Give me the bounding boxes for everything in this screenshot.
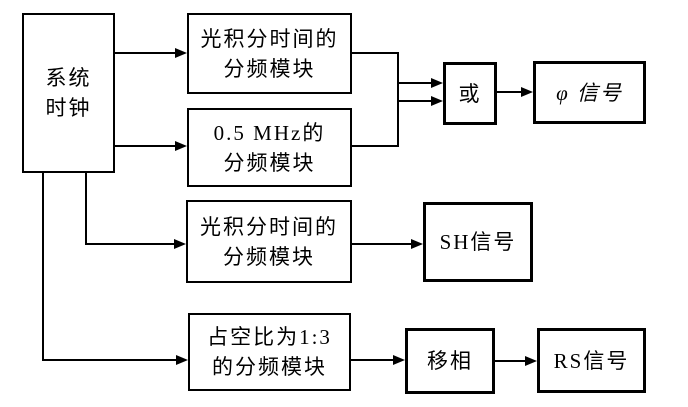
arrowhead-icon: [174, 239, 186, 249]
node-half-mhz-divider: 0.5 MHz的 分频模块: [187, 108, 352, 187]
edge-sysclock-to-divider1-line: [115, 52, 177, 54]
edge-sysclock-drop1-line: [85, 173, 87, 245]
edge-or-merge-trunk-line: [397, 52, 399, 147]
arrowhead-icon: [411, 239, 423, 249]
edge-sysclock-to-divider2-line: [85, 243, 174, 245]
node-rs-signal: RS信号: [537, 328, 646, 393]
arrowhead-icon: [431, 96, 443, 106]
edge-or-to-phi-line: [497, 91, 523, 93]
node-sh-signal: SH信号: [423, 202, 533, 282]
arrowhead-icon: [176, 355, 188, 365]
edge-phase-to-rs-line: [495, 360, 527, 362]
edge-duty-to-phase-line: [351, 359, 395, 361]
arrowhead-icon: [431, 78, 443, 88]
edge-sysclock-to-halfmhz-line: [115, 145, 177, 147]
node-phi-signal: φ 信号: [533, 61, 646, 124]
arrowhead-icon: [393, 355, 405, 365]
edge-sysclock-drop2-line: [42, 173, 44, 361]
arrowhead-icon: [175, 48, 187, 58]
node-duty-cycle-divider: 占空比为1:3 的分频模块: [188, 313, 351, 391]
edge-merge-to-or-top-line: [397, 82, 433, 84]
edge-halfmhz-out-line: [352, 145, 399, 147]
node-light-integration-divider-1: 光积分时间的 分频模块: [187, 13, 352, 94]
node-or-gate: 或: [443, 62, 497, 125]
edge-divider2-to-sh-line: [352, 243, 413, 245]
edge-sysclock-to-duty-line: [42, 359, 176, 361]
node-system-clock: 系统 时钟: [22, 13, 115, 173]
node-phase-shifter: 移相: [405, 328, 495, 394]
edge-merge-to-or-bottom-line: [397, 100, 433, 102]
arrowhead-icon: [521, 87, 533, 97]
node-light-integration-divider-2: 光积分时间的 分频模块: [186, 200, 352, 283]
edge-divider1-out-line: [352, 52, 399, 54]
arrowhead-icon: [175, 141, 187, 151]
arrowhead-icon: [525, 356, 537, 366]
